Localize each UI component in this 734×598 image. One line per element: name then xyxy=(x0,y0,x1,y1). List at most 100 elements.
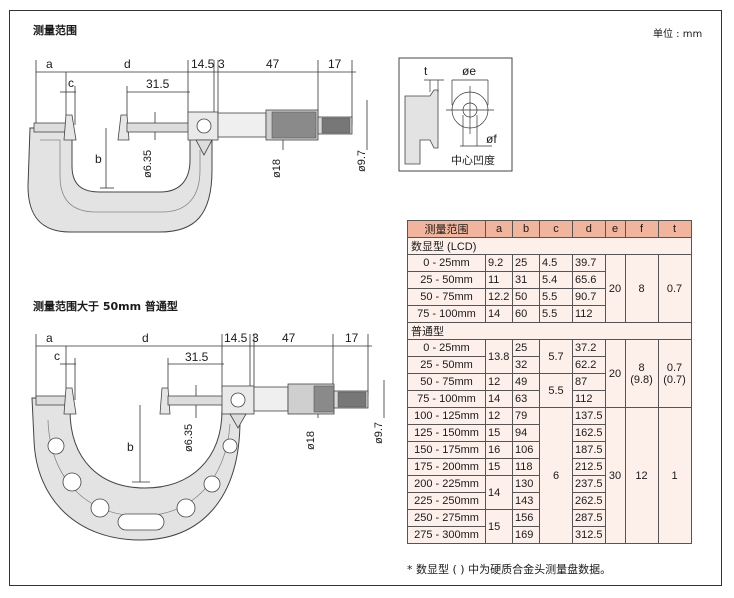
inset-caption: 中心凹度 xyxy=(451,154,495,167)
table-row: 25 - 50mm 32 62.2 xyxy=(407,356,692,374)
cell-d: 112 xyxy=(572,390,606,408)
cell-c: 5.5 xyxy=(539,373,573,408)
table-row: 50 - 75mm 12 49 5.5 87 xyxy=(407,373,692,408)
table-row: 125 - 150mm 15 94 162.5 xyxy=(407,424,692,442)
cell-b: 143 xyxy=(512,492,540,510)
outer-frame xyxy=(9,10,722,586)
table-row: 175 - 200mm 15 118 212.5 xyxy=(407,458,692,476)
bottom-dim-31-5: 31.5 xyxy=(185,350,209,364)
cell-b: 49 xyxy=(512,373,540,391)
cell-d: 112 xyxy=(572,305,606,323)
bottom-dim-a: a xyxy=(46,331,53,345)
bottom-dim-14-5: 14.5 xyxy=(224,331,248,345)
cell-d: 62.2 xyxy=(572,356,606,374)
cell-c: 5.5 xyxy=(539,288,573,306)
header-e: e xyxy=(604,220,626,238)
cell-b: 94 xyxy=(512,424,540,442)
title-bottom: 测量范围大于 50mm 普通型 xyxy=(33,300,178,313)
inset-dim-f: øf xyxy=(486,132,497,146)
cell-c: 5.4 xyxy=(539,271,573,289)
cell-t: 0.7 (0.7) xyxy=(657,339,692,408)
table-row: 0 - 25mm 9.2 25 4.5 39.7 20 8 0.7 xyxy=(407,254,692,323)
bottom-dim-d: d xyxy=(142,331,149,345)
table-row: 250 - 275mm 15 156 287.5 xyxy=(407,509,692,544)
table-row: 275 - 300mm 169 312.5 xyxy=(407,526,692,544)
cell-range: 75 - 100mm xyxy=(407,305,486,323)
cell-range: 275 - 300mm xyxy=(407,526,486,544)
header-a: a xyxy=(485,220,513,238)
cell-d: 237.5 xyxy=(572,475,606,493)
group-row-std: 普通型 xyxy=(407,322,692,340)
cell-b: 25 xyxy=(512,339,540,357)
bottom-dim-d18: ø18 xyxy=(305,431,317,450)
top-dim-b: b xyxy=(95,152,102,166)
header-d: d xyxy=(572,220,606,238)
bottom-dim-3: 3 xyxy=(252,331,259,345)
top-dim-d: d xyxy=(124,57,131,71)
title-top: 测量范围 xyxy=(33,24,77,37)
cell-d: 137.5 xyxy=(572,407,606,425)
cell-d: 39.7 xyxy=(572,254,606,272)
cell-range: 50 - 75mm xyxy=(407,288,486,306)
cell-t-value: 0.7 xyxy=(666,361,683,374)
top-dim-47: 47 xyxy=(266,57,280,71)
cell-range: 25 - 50mm xyxy=(407,356,486,374)
table-row: 25 - 50mm 11 31 5.4 65.6 xyxy=(407,271,692,289)
cell-range: 25 - 50mm xyxy=(407,271,486,289)
cell-c: 6 xyxy=(539,407,573,544)
top-dim-3: 3 xyxy=(218,57,225,71)
cell-b: 31 xyxy=(512,271,540,289)
cell-range: 225 - 250mm xyxy=(407,492,486,510)
bottom-dim-d635: ø6.35 xyxy=(183,423,195,452)
cell-e: 20 xyxy=(604,339,626,408)
cell-d: 87 xyxy=(572,373,606,391)
cell-c: 5.5 xyxy=(539,305,573,323)
cell-a: 14 xyxy=(485,390,513,408)
cell-a: 12 xyxy=(485,373,513,391)
cell-d: 65.6 xyxy=(572,271,606,289)
cell-c: 4.5 xyxy=(539,254,573,272)
cell-f: 12 xyxy=(624,407,659,544)
cell-f-alt: (9.8) xyxy=(630,373,653,386)
cell-d: 90.7 xyxy=(572,288,606,306)
cell-a: 14 xyxy=(485,475,513,510)
cell-a: 9.2 xyxy=(485,254,513,272)
table-row: 200 - 225mm 14 130 237.5 xyxy=(407,475,692,510)
cell-t: 1 xyxy=(657,407,692,544)
cell-a: 14 xyxy=(485,305,513,323)
table-row: 75 - 100mm 14 63 112 xyxy=(407,390,692,408)
cell-range: 50 - 75mm xyxy=(407,373,486,391)
cell-d: 312.5 xyxy=(572,526,606,544)
top-dim-31-5: 31.5 xyxy=(146,77,170,91)
bottom-dim-d97: ø9.7 xyxy=(373,421,385,444)
cell-b: 60 xyxy=(512,305,540,323)
cell-d: 287.5 xyxy=(572,509,606,527)
bottom-dim-c: c xyxy=(54,349,60,363)
cell-b: 106 xyxy=(512,441,540,459)
cell-e: 30 xyxy=(604,407,626,544)
cell-d: 37.2 xyxy=(572,339,606,357)
inset-dim-e: øe xyxy=(462,64,477,78)
header-range: 测量范围 xyxy=(407,220,486,238)
top-dim-c: c xyxy=(68,76,74,90)
table-row: 0 - 25mm 13.8 25 5.7 37.2 20 8 (9.8) 0.7… xyxy=(407,339,692,408)
cell-a: 16 xyxy=(485,441,513,459)
top-dim-a: a xyxy=(46,57,53,71)
group-label-std: 普通型 xyxy=(407,322,692,340)
cell-d: 212.5 xyxy=(572,458,606,476)
cell-d: 262.5 xyxy=(572,492,606,510)
cell-range: 0 - 25mm xyxy=(407,254,486,272)
cell-range: 200 - 225mm xyxy=(407,475,486,493)
inset-dim-t: t xyxy=(424,64,428,78)
cell-a: 15 xyxy=(485,424,513,442)
cell-a: 15 xyxy=(485,509,513,544)
cell-range: 250 - 275mm xyxy=(407,509,486,527)
cell-a: 11 xyxy=(485,271,513,289)
bottom-dim-17: 17 xyxy=(345,331,359,345)
cell-e: 20 xyxy=(604,254,626,323)
cell-a: 12.2 xyxy=(485,288,513,306)
cell-t-alt: (0.7) xyxy=(663,373,686,386)
cell-range: 175 - 200mm xyxy=(407,458,486,476)
cell-range: 0 - 25mm xyxy=(407,339,486,357)
